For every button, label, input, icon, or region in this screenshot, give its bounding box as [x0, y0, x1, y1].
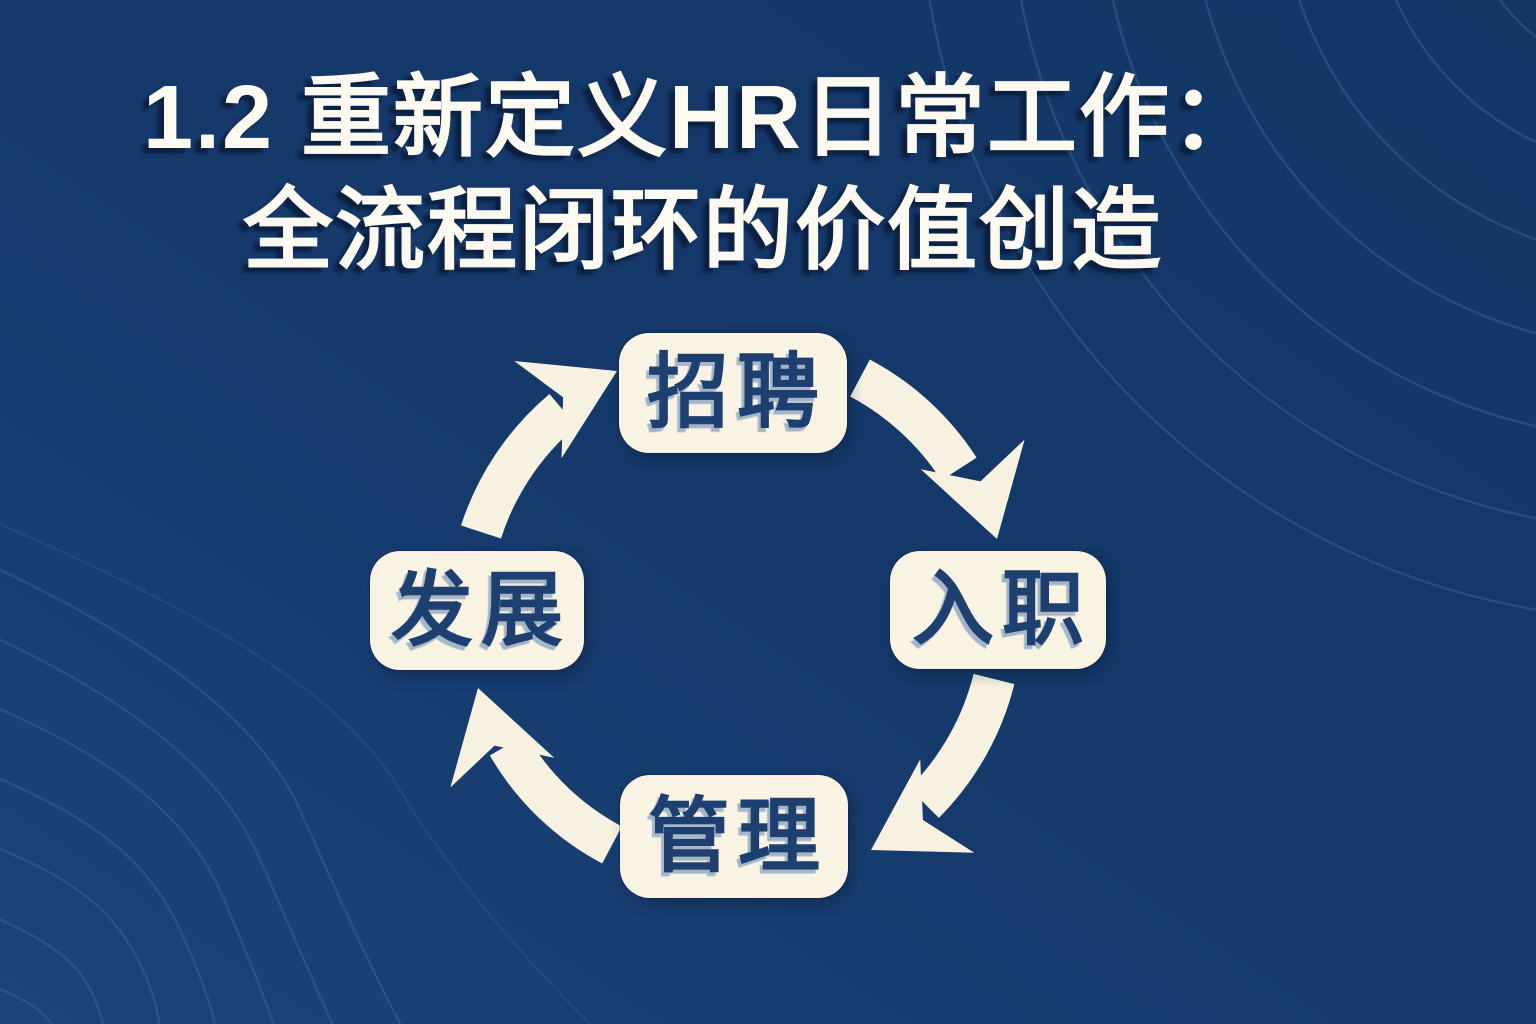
arrow-onboarding-to-management	[871, 673, 1015, 853]
cycle-node-management: 管理	[620, 775, 848, 898]
title-line-2: 全流程闭环的价值创造	[243, 181, 1163, 282]
cycle-node-development: 发展	[370, 551, 584, 670]
node-label-development: 发展	[390, 564, 571, 656]
cycle-node-recruitment: 招聘	[619, 333, 847, 453]
cycle-node-onboarding: 入职	[890, 551, 1106, 669]
arrow-recruitment-to-onboarding	[849, 359, 1025, 539]
node-label-onboarding: 入职	[911, 564, 1092, 655]
node-label-management: 管理	[647, 790, 828, 882]
arrow-development-to-recruitment	[461, 361, 617, 539]
node-label-recruitment: 招聘	[646, 347, 827, 438]
title-line-1: 1.2 重新定义HR日常工作：	[142, 68, 1264, 168]
slide-title: 1.2 重新定义HR日常工作： 全流程闭环的价值创造	[0, 62, 1471, 289]
arrow-management-to-development	[450, 688, 623, 864]
